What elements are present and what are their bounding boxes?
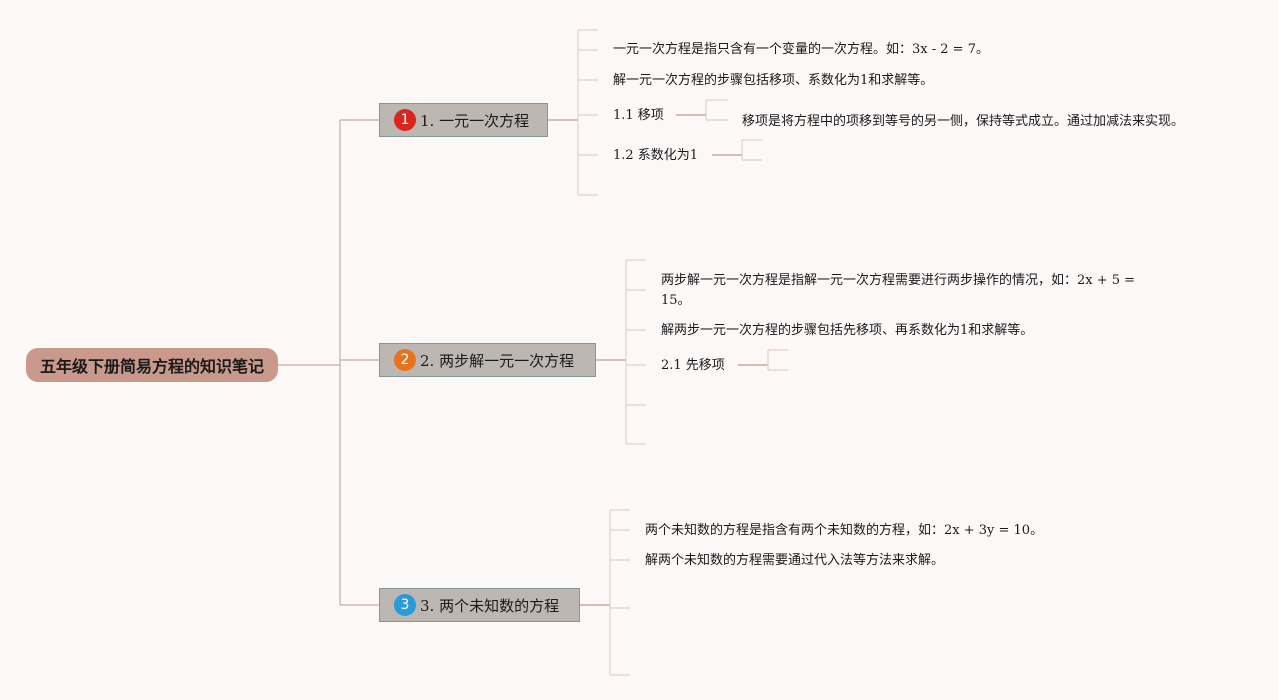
number-badge-icon: 3 xyxy=(394,594,416,616)
branch-2-label: 2. 两步解一元一次方程 xyxy=(420,351,575,370)
number-badge-icon: 2 xyxy=(394,349,416,371)
branch-1-subtopic-1-1-detail[interactable]: 移项是将方程中的项移到等号的另一侧，保持等式成立。通过加减法来实现。 xyxy=(742,114,1185,129)
branch-3-note-1[interactable]: 两个未知数的方程是指含有两个未知数的方程，如：2x + 3y = 10。 xyxy=(645,523,1044,538)
branch-1-subtopic-1-1[interactable]: 1.1 移项 xyxy=(613,108,664,123)
branch-2-note-2[interactable]: 解两步一元一次方程的步骤包括先移项、再系数化为1和求解等。 xyxy=(661,323,1034,338)
branch-1-label: 1. 一元一次方程 xyxy=(420,111,530,130)
branch-1-note-2[interactable]: 解一元一次方程的步骤包括移项、系数化为1和求解等。 xyxy=(613,73,934,88)
branch-2-note-1[interactable]: 两步解一元一次方程是指解一元一次方程需要进行两步操作的情况，如：2x + 5 =… xyxy=(661,273,1136,308)
branch-3-label: 3. 两个未知数的方程 xyxy=(420,596,560,615)
branch-2-topic[interactable]: 2 2. 两步解一元一次方程 xyxy=(379,343,596,377)
branch-1-subtopic-1-2[interactable]: 1.2 系数化为1 xyxy=(613,148,699,163)
root-topic-label: 五年级下册简易方程的知识笔记 xyxy=(39,357,264,376)
branch-1-note-1[interactable]: 一元一次方程是指只含有一个变量的一次方程。如：3x - 2 = 7。 xyxy=(613,42,989,57)
branch-3-note-2[interactable]: 解两个未知数的方程需要通过代入法等方法来求解。 xyxy=(645,553,945,568)
root-topic[interactable]: 五年级下册简易方程的知识笔记 xyxy=(26,348,278,382)
branch-2-subtopic-2-1[interactable]: 2.1 先移项 xyxy=(661,358,725,373)
number-badge-icon: 1 xyxy=(394,109,416,131)
branch-3-topic[interactable]: 3 3. 两个未知数的方程 xyxy=(379,588,580,622)
branch-1-topic[interactable]: 1 1. 一元一次方程 xyxy=(379,103,548,137)
